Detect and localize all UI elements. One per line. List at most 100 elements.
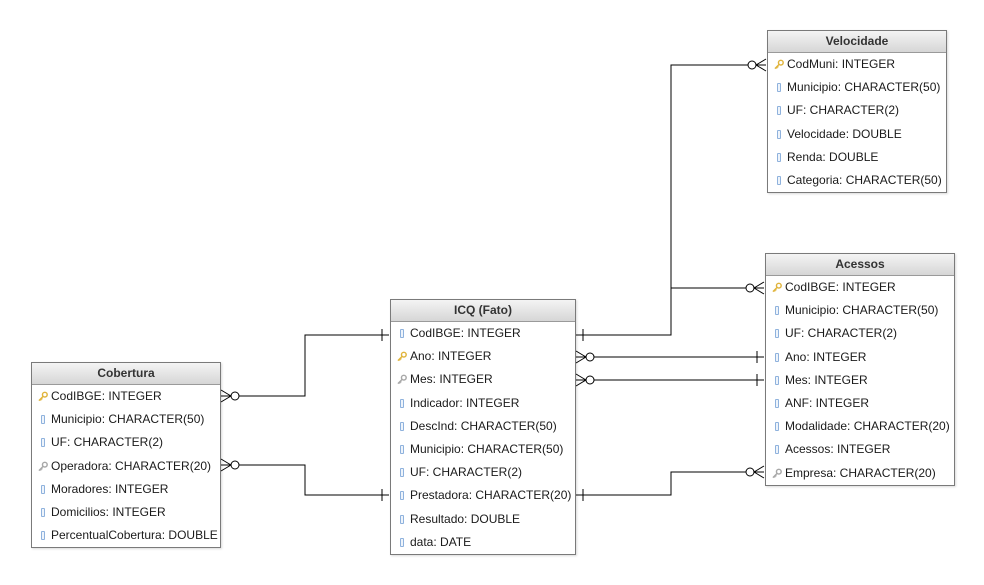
attribute-label: Resultado: DOUBLE	[410, 511, 521, 526]
attribute-label: Renda: DOUBLE	[787, 149, 879, 164]
attribute-row[interactable]: data: DATE	[391, 531, 575, 554]
rel-icq-velocidade	[576, 64, 766, 336]
attribute-label: Modalidade: CHARACTER(20)	[785, 419, 950, 434]
attribute-label: data: DATE	[410, 534, 472, 549]
attribute-row[interactable]: Modalidade: CHARACTER(20)	[766, 415, 954, 438]
rel-cobertura-icq-prestadora	[221, 464, 389, 496]
entity-acessos[interactable]: Acessos CodIBGE: INTEGER Municipio: CHARA…	[765, 253, 955, 486]
attribute-row[interactable]: CodIBGE: INTEGER	[766, 276, 954, 299]
attribute-row[interactable]: Mes: INTEGER	[766, 369, 954, 392]
crowfoot-marker	[753, 465, 765, 479]
entity-title: Acessos	[766, 254, 954, 276]
field-icon	[397, 438, 407, 461]
zero-marker	[747, 60, 757, 70]
attribute-row[interactable]: CodMuni: INTEGER	[768, 53, 946, 76]
zero-marker	[745, 283, 755, 293]
attribute-row[interactable]: CodIBGE: INTEGER	[32, 385, 220, 408]
crowfoot-marker	[753, 281, 765, 295]
field-icon	[774, 76, 784, 99]
attribute-label: Empresa: CHARACTER(20)	[785, 465, 936, 480]
attribute-label: DescInd: CHARACTER(50)	[410, 418, 557, 433]
field-icon	[772, 346, 782, 369]
field-icon	[397, 322, 407, 345]
attribute-label: Acessos: INTEGER	[785, 442, 891, 457]
zero-marker	[230, 460, 240, 470]
attribute-label: Indicador: INTEGER	[410, 395, 520, 410]
attribute-label: Velocidade: DOUBLE	[787, 126, 902, 141]
attribute-row[interactable]: Prestadora: CHARACTER(20)	[391, 484, 575, 507]
attribute-label: Operadora: CHARACTER(20)	[51, 458, 212, 473]
field-icon	[772, 369, 782, 392]
attribute-row[interactable]: Ano: INTEGER	[391, 345, 575, 368]
attribute-row[interactable]: UF: CHARACTER(2)	[391, 461, 575, 484]
field-icon	[772, 322, 782, 345]
attribute-row[interactable]: Resultado: DOUBLE	[391, 508, 575, 531]
crowfoot-marker	[575, 373, 587, 387]
field-icon	[397, 392, 407, 415]
attribute-label: Mes: INTEGER	[410, 372, 493, 387]
field-icon	[38, 431, 48, 454]
zero-marker	[230, 391, 240, 401]
rel-cobertura-icq-codibge	[221, 334, 389, 397]
attribute-row[interactable]: Operadora: CHARACTER(20)	[32, 455, 220, 478]
field-icon	[397, 531, 407, 554]
field-icon	[38, 524, 48, 547]
attribute-row[interactable]: Acessos: INTEGER	[766, 438, 954, 461]
attribute-row[interactable]: Ano: INTEGER	[766, 346, 954, 369]
crowfoot-marker	[220, 458, 232, 472]
entity-title: ICQ (Fato)	[391, 300, 575, 322]
rel-icq-acessos-empresa	[576, 471, 764, 496]
attribute-row[interactable]: UF: CHARACTER(2)	[768, 99, 946, 122]
attribute-label: Categoria: CHARACTER(50)	[787, 172, 942, 187]
attribute-label: Municipio: CHARACTER(50)	[785, 303, 939, 318]
attribute-label: UF: CHARACTER(2)	[787, 103, 900, 118]
attribute-row[interactable]: Municipio: CHARACTER(50)	[391, 438, 575, 461]
attribute-label: Municipio: CHARACTER(50)	[410, 441, 564, 456]
attribute-label: CodIBGE: INTEGER	[410, 326, 521, 340]
attribute-row[interactable]: Velocidade: DOUBLE	[768, 123, 946, 146]
attribute-row[interactable]: Indicador: INTEGER	[391, 392, 575, 415]
crowfoot-marker	[575, 350, 587, 364]
attribute-row[interactable]: Renda: DOUBLE	[768, 146, 946, 169]
attribute-label: Municipio: CHARACTER(50)	[51, 412, 205, 427]
attribute-row[interactable]: UF: CHARACTER(2)	[766, 322, 954, 345]
attribute-row[interactable]: Municipio: CHARACTER(50)	[768, 76, 946, 99]
entity-icq-fato[interactable]: ICQ (Fato) CodIBGE: INTEGER Ano: INTEGER M…	[390, 299, 576, 555]
attribute-label: CodMuni: INTEGER	[787, 57, 896, 71]
attribute-row[interactable]: Municipio: CHARACTER(50)	[766, 299, 954, 322]
attribute-label: Municipio: CHARACTER(50)	[787, 80, 941, 95]
field-icon	[774, 99, 784, 122]
attribute-row[interactable]: Mes: INTEGER	[391, 368, 575, 391]
attribute-row[interactable]: CodIBGE: INTEGER	[391, 322, 575, 345]
attribute-label: ANF: INTEGER	[785, 395, 870, 410]
field-icon	[772, 299, 782, 322]
field-icon	[772, 438, 782, 461]
attribute-row[interactable]: PercentualCobertura: DOUBLE	[32, 524, 220, 547]
primary-key-icon	[774, 53, 784, 76]
attribute-label: CodIBGE: INTEGER	[785, 280, 896, 294]
field-icon	[774, 123, 784, 146]
attribute-row[interactable]: Categoria: CHARACTER(50)	[768, 169, 946, 192]
attribute-row[interactable]: Empresa: CHARACTER(20)	[766, 462, 954, 485]
field-icon	[772, 392, 782, 415]
field-icon	[397, 461, 407, 484]
attribute-row[interactable]: Municipio: CHARACTER(50)	[32, 408, 220, 431]
field-icon	[38, 501, 48, 524]
field-icon	[397, 415, 407, 438]
attribute-row[interactable]: DescInd: CHARACTER(50)	[391, 415, 575, 438]
foreign-key-icon	[397, 368, 407, 391]
attribute-row[interactable]: ANF: INTEGER	[766, 392, 954, 415]
attribute-label: UF: CHARACTER(2)	[51, 435, 164, 450]
zero-marker	[585, 352, 595, 362]
field-icon	[397, 484, 407, 507]
attribute-row[interactable]: UF: CHARACTER(2)	[32, 431, 220, 454]
attribute-label: Domicilios: INTEGER	[51, 504, 166, 519]
field-icon	[397, 508, 407, 531]
attribute-row[interactable]: Domicilios: INTEGER	[32, 501, 220, 524]
attribute-label: UF: CHARACTER(2)	[410, 465, 523, 480]
foreign-key-icon	[38, 455, 48, 478]
attribute-row[interactable]: Moradores: INTEGER	[32, 478, 220, 501]
